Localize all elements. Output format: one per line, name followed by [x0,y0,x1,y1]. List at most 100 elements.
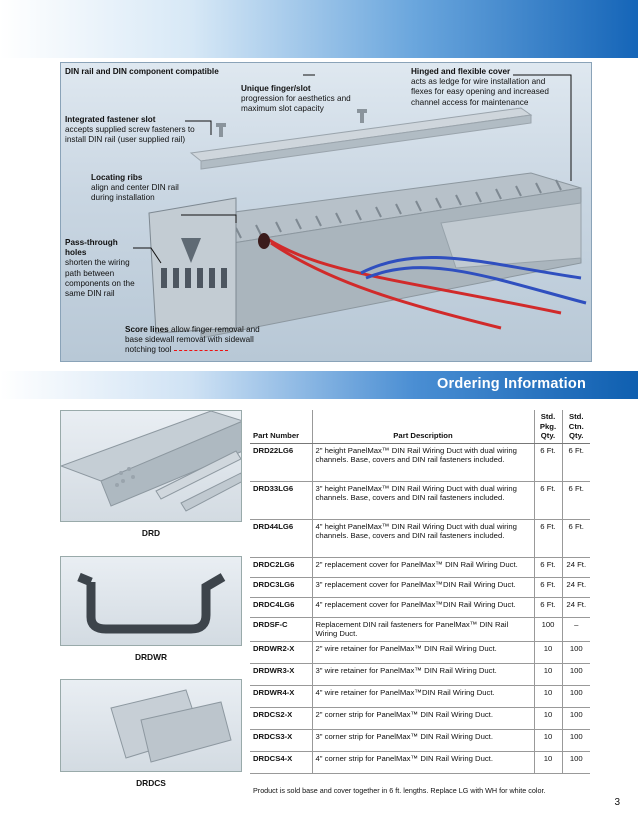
wiring-duct-illustration [133,74,587,339]
description-cell: 2" height PanelMax™ DIN Rail Wiring Duct… [311,443,534,482]
table-footnote: Product is sold base and cover together … [253,786,546,795]
description-cell: 4" height PanelMax™ DIN Rail Wiring Duct… [311,519,534,558]
product-label-drdwr: DRDWR [134,652,168,662]
pkg-qty-cell: 10 [533,751,562,774]
callout-locating-ribs: Locating ribs align and center DIN rail … [91,173,191,204]
ctn-qty-cell: 24 Ft. [561,557,590,578]
callout-ribs-body: align and center DIN rail during install… [91,183,179,203]
callout-fastener-slot: Integrated fastener slot accepts supplie… [65,115,215,146]
product-label-drd: DRD [141,528,161,538]
description-cell: 2" wire retainer for PanelMax™ DIN Rail … [311,641,534,664]
callout-hinged-cover: Hinged and flexible cover acts as ledge … [411,67,561,108]
part-number-cell: DRDWR4-X [250,685,312,708]
callout-score-body: allow finger removal and base sidewall r… [125,325,260,355]
header-std-pkg-qty: Std. Pkg. Qty. [533,410,562,444]
part-number-cell: DRDCS3-X [250,729,312,752]
ctn-qty-cell: 100 [561,663,590,686]
product-hero-illustration: DIN rail and DIN component compatible Un… [60,62,592,362]
header-part-number: Part Number [250,410,312,444]
callout-finger-title: Unique finger/slot [241,84,311,93]
part-number-cell: DRDSF-C [250,617,312,642]
part-number-cell: DRD33LG6 [250,481,312,520]
callout-finger-slot: Unique finger/slot progression for aesth… [241,84,369,115]
ordering-information-title: Ordering Information [437,376,586,392]
description-cell: Replacement DIN rail fasteners for Panel… [311,617,534,642]
callout-din-title: DIN rail and DIN component compatible [65,67,219,76]
header-std-ctn-qty: Std. Ctn. Qty. [561,410,590,444]
description-cell: 4" corner strip for PanelMax™ DIN Rail W… [311,751,534,774]
drd-duct-drawing [61,411,241,512]
pkg-qty-cell: 6 Ft. [533,481,562,520]
pkg-qty-cell: 10 [533,729,562,752]
top-header-band [0,0,638,58]
pkg-qty-cell: 6 Ft. [533,577,562,598]
part-number-cell: DRDC2LG6 [250,557,312,578]
callout-score-lines: Score lines allow finger removal and bas… [125,325,275,356]
part-number-cell: DRDCS4-X [250,751,312,774]
description-cell: 2" corner strip for PanelMax™ DIN Rail W… [311,707,534,730]
drdwr-product-image [60,556,242,646]
table-header-row: Part Number Part Description Std. Pkg. Q… [250,410,590,444]
pkg-qty-cell: 6 Ft. [533,557,562,578]
ctn-qty-cell: 6 Ft. [561,443,590,482]
callout-din-compatible: DIN rail and DIN component compatible [65,67,265,77]
ctn-qty-cell: 100 [561,707,590,730]
pkg-qty-cell: 10 [533,663,562,686]
ctn-qty-cell: 100 [561,641,590,664]
part-number-cell: DRD22LG6 [250,443,312,482]
description-cell: 3" height PanelMax™ DIN Rail Wiring Duct… [311,481,534,520]
callout-finger-body: progression for aesthetics and maximum s… [241,94,351,114]
drd-product-image [60,410,242,522]
ctn-qty-cell: 6 Ft. [561,519,590,558]
description-cell: 3" replacement cover for PanelMax™DIN Ra… [311,577,534,598]
callout-score-title: Score lines [125,325,169,334]
ctn-qty-cell: 24 Ft. [561,597,590,618]
callout-hinged-title: Hinged and flexible cover [411,67,511,76]
pkg-qty-cell: 10 [533,707,562,730]
callout-hinged-body: acts as ledge for wire installation and … [411,77,549,107]
description-cell: 3" wire retainer for PanelMax™ DIN Rail … [311,663,534,686]
part-number-cell: DRDC4LG6 [250,597,312,618]
score-lines-dashed-marker [174,349,229,351]
description-cell: 4" wire retainer for PanelMax™DIN Rail W… [311,685,534,708]
ctn-qty-cell: 24 Ft. [561,577,590,598]
ordering-table: Part Number Part Description Std. Pkg. Q… [250,410,590,774]
pkg-qty-cell: 6 Ft. [533,519,562,558]
drdwr-retainer-drawing [77,572,226,634]
pkg-qty-cell: 100 [533,617,562,642]
part-number-cell: DRDWR2-X [250,641,312,664]
callout-fastener-title: Integrated fastener slot [65,115,156,124]
ctn-qty-cell: 100 [561,685,590,708]
ctn-qty-cell: – [561,617,590,642]
callout-ribs-title: Locating ribs [91,173,143,182]
drdcs-product-image [60,679,242,772]
description-cell: 4" replacement cover for PanelMax™DIN Ra… [311,597,534,618]
ordering-information-band: Ordering Information [0,371,638,399]
product-label-drdcs: DRDCS [136,778,166,788]
part-number-cell: DRDWR3-X [250,663,312,686]
pkg-qty-cell: 6 Ft. [533,443,562,482]
callout-pass-body: shorten the wiring path between componen… [65,258,135,299]
description-cell: 3" corner strip for PanelMax™ DIN Rail W… [311,729,534,752]
description-cell: 2" replacement cover for PanelMax™ DIN R… [311,557,534,578]
part-number-cell: DRD44LG6 [250,519,312,558]
pkg-qty-cell: 10 [533,641,562,664]
header-part-description: Part Description [311,410,534,444]
callout-fastener-body: accepts supplied screw fasteners to inst… [65,125,195,145]
pkg-qty-cell: 6 Ft. [533,597,562,618]
part-number-cell: DRDC3LG6 [250,577,312,598]
ctn-qty-cell: 100 [561,729,590,752]
callout-pass-through: Pass-through holes shorten the wiring pa… [65,238,135,299]
